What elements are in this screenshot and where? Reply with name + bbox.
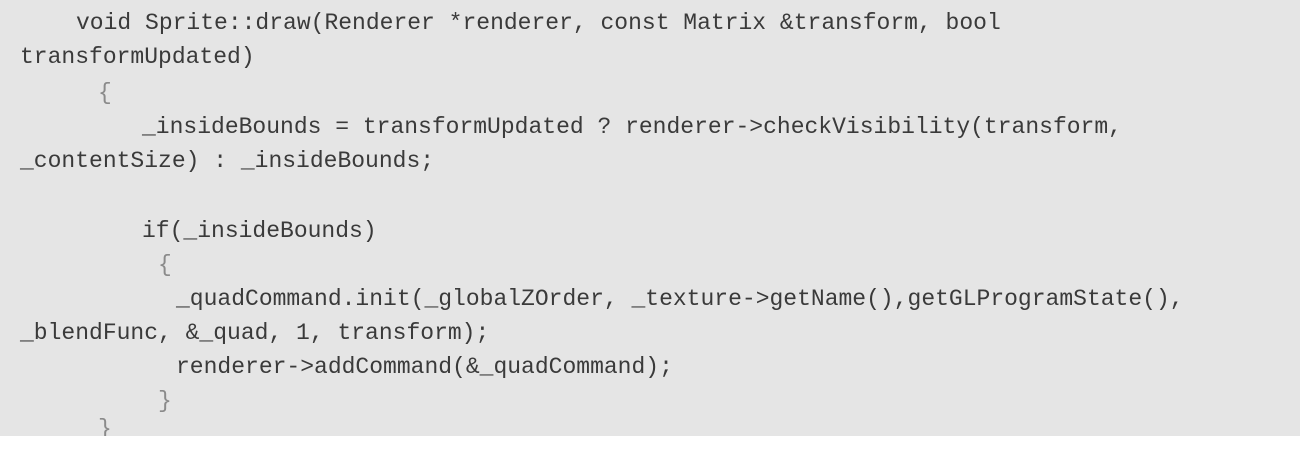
code-line-10: renderer->addCommand(&_quadCommand); [176,354,673,380]
code-line-12: } [98,416,112,436]
code-line-6: if(_insideBounds) [142,218,377,244]
code-line-1: void Sprite::draw(Renderer *renderer, co… [76,10,1001,36]
code-line-4: _insideBounds = transformUpdated ? rende… [142,114,1122,140]
code-line-5: _contentSize) : _insideBounds; [20,148,435,174]
code-line-2: transformUpdated) [20,44,255,70]
code-line-8: _quadCommand.init(_globalZOrder, _textur… [176,286,1184,312]
code-line-11: } [158,388,172,414]
code-line-7: { [158,252,172,278]
code-line-9: _blendFunc, &_quad, 1, transform); [20,320,490,346]
code-line-3: { [98,80,112,106]
code-block: void Sprite::draw(Renderer *renderer, co… [0,0,1300,436]
